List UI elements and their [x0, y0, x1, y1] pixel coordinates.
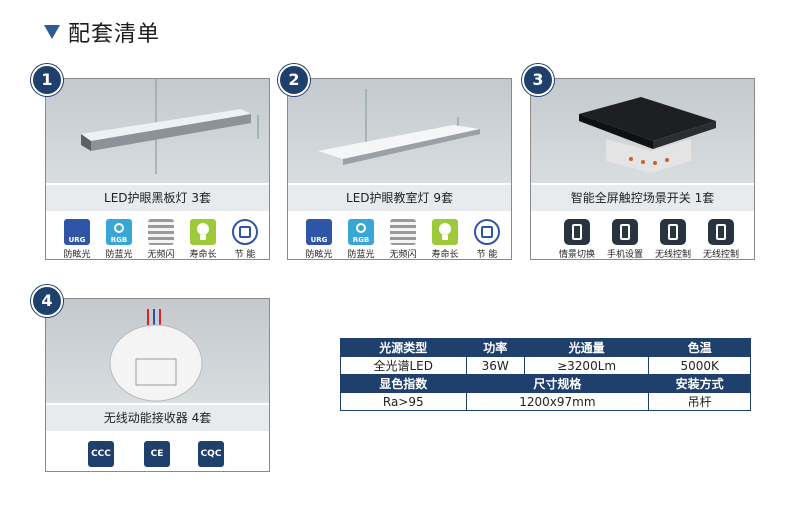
product-photo	[46, 79, 269, 183]
spec-value-cell: 全光谱LED	[340, 356, 467, 375]
scene-switch-icon	[564, 219, 590, 245]
bluetooth-icon	[660, 219, 686, 245]
spec-header-cell: 安装方式	[648, 374, 751, 393]
rgb-icon: RGB	[348, 219, 374, 245]
product-caption: LED护眼黑板灯 3套	[46, 185, 269, 211]
feature-no-flicker: 无频闪	[140, 219, 182, 260]
spec-header-row: 光源类型 功率 光通量 色温	[340, 338, 751, 357]
feature-touch: 无线控制	[697, 219, 745, 260]
no-flicker-icon	[390, 219, 416, 245]
feature-energy-saving: 节 能	[466, 219, 508, 260]
spec-value-cell: 吊杆	[648, 392, 751, 411]
spec-value-cell: Ra>95	[340, 392, 467, 411]
spec-header-cell: 光源类型	[340, 338, 467, 357]
spec-header-cell: 色温	[648, 338, 751, 357]
no-flicker-icon	[148, 219, 174, 245]
product-photo	[531, 79, 754, 183]
classroom-light-illustration	[318, 89, 480, 165]
section-heading: 配套清单	[44, 16, 160, 48]
phone-setting-icon	[612, 219, 638, 245]
product-card-touch-switch: 智能全屏触控场景开关 1套 情景切换 手机设置 无线控制 无线控制	[530, 78, 755, 260]
feature-no-flicker: 无频闪	[382, 219, 424, 260]
spec-value-row: Ra>95 1200x97mm 吊杆	[340, 392, 751, 411]
feature-rgb: RGB 防蓝光	[340, 219, 382, 260]
touch-switch-illustration	[579, 97, 716, 173]
feature-rgb: RGB 防蓝光	[98, 219, 140, 260]
product-caption: 智能全屏触控场景开关 1套	[531, 185, 754, 211]
spec-value-cell: 1200x97mm	[465, 392, 650, 411]
triangle-marker-icon	[44, 25, 60, 39]
ce-icon: CE	[144, 441, 170, 467]
feature-urg: URG 防眩光	[298, 219, 340, 260]
spec-value-cell: 36W	[465, 356, 525, 375]
feature-phone-setting: 手机设置	[601, 219, 649, 260]
urg-icon: URG	[64, 219, 90, 245]
spec-header-cell: 显色指数	[340, 374, 467, 393]
spec-header-row: 显色指数 尺寸规格 安装方式	[340, 374, 751, 393]
cqc-icon: CQC	[198, 441, 224, 467]
spec-value-cell: 5000K	[648, 356, 751, 375]
feature-lifespan: 寿命长	[182, 219, 224, 260]
lifespan-icon	[432, 219, 458, 245]
blackboard-light-illustration	[81, 79, 259, 174]
product-photo	[288, 79, 511, 183]
card-number-badge: 1	[31, 64, 63, 96]
spec-table: 光源类型 功率 光通量 色温 全光谱LED 36W ≥3200Lm 5000K …	[340, 338, 751, 411]
urg-icon: URG	[306, 219, 332, 245]
lifespan-icon	[190, 219, 216, 245]
product-caption: LED护眼教室灯 9套	[288, 185, 511, 211]
spec-value-cell: ≥3200Lm	[523, 356, 650, 375]
feature-urg: URG 防眩光	[56, 219, 98, 260]
product-caption: 无线动能接收器 4套	[46, 405, 269, 431]
feature-lifespan: 寿命长	[424, 219, 466, 260]
feature-bluetooth: 无线控制	[649, 219, 697, 260]
product-card-receiver: 无线动能接收器 4套 CCC CE CQC	[45, 298, 270, 472]
product-card-blackboard-light: LED护眼黑板灯 3套 URG 防眩光 RGB 防蓝光 无频闪 寿命长 节 能	[45, 78, 270, 260]
spec-header-cell: 光通量	[523, 338, 650, 357]
touch-icon	[708, 219, 734, 245]
card-number-badge: 3	[522, 64, 554, 96]
feature-energy-saving: 节 能	[224, 219, 266, 260]
spec-header-cell: 功率	[465, 338, 525, 357]
card-number-badge: 2	[278, 64, 310, 96]
ccc-icon: CCC	[88, 441, 114, 467]
spec-header-cell: 尺寸规格	[465, 374, 650, 393]
card-number-badge: 4	[31, 285, 63, 317]
product-card-classroom-light: LED护眼教室灯 9套 URG 防眩光 RGB 防蓝光 无频闪 寿命长 节 能	[287, 78, 512, 260]
receiver-illustration	[109, 309, 203, 402]
energy-saving-icon	[232, 219, 258, 245]
feature-scene-switch: 情景切换	[553, 219, 601, 260]
rgb-icon: RGB	[106, 219, 132, 245]
page-title: 配套清单	[68, 22, 161, 47]
energy-saving-icon	[474, 219, 500, 245]
product-photo	[46, 299, 269, 403]
spec-value-row: 全光谱LED 36W ≥3200Lm 5000K	[340, 356, 751, 375]
